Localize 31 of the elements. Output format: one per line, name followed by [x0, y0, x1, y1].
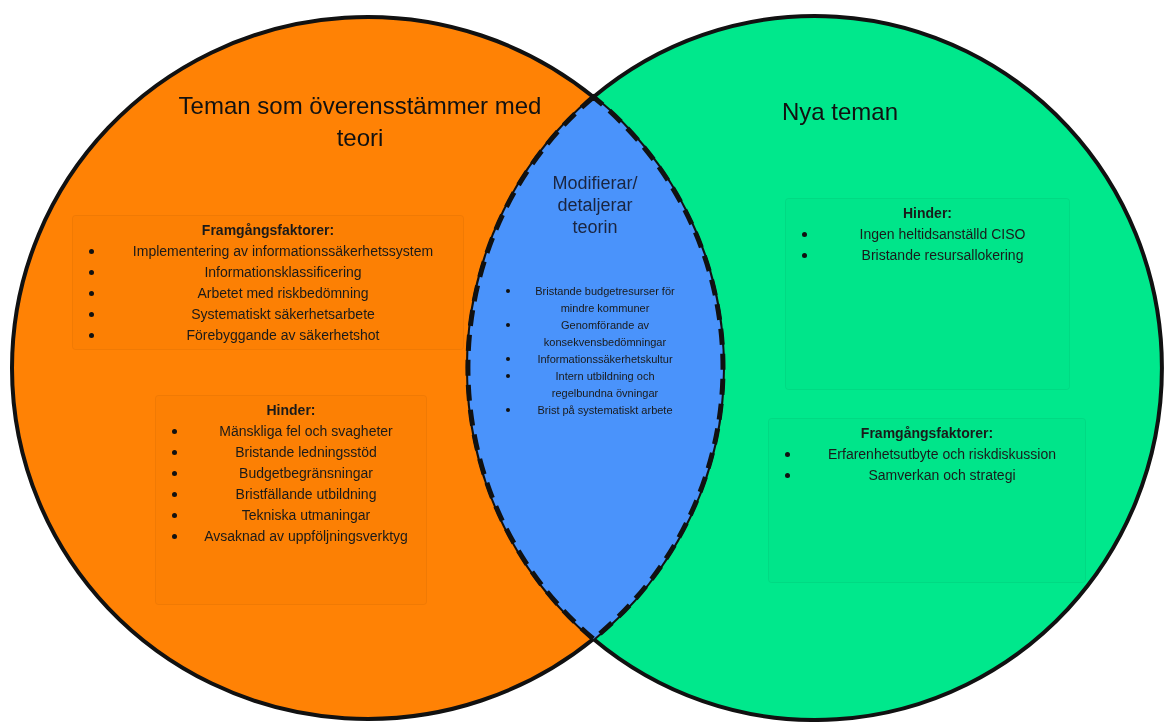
list-item: Bristande budgetresurser för mindre kommuner — [535, 285, 675, 314]
overlap-title: Modifierar/ detaljerar teorin — [551, 172, 639, 238]
list-item: Intern utbildning och regelbundna övningar — [551, 370, 659, 399]
list-heading: Framgångsfaktorer: — [200, 221, 336, 240]
text-panel — [768, 418, 1086, 583]
list-item: Ingen heltidsanställd CISO — [859, 226, 1026, 242]
text-panel — [785, 198, 1070, 390]
list-item: Systematiskt säkerhetsarbete — [191, 306, 375, 322]
list-item: Informationsklassificering — [204, 264, 362, 280]
list-item: Avsaknad av uppföljningsverktyg — [204, 528, 408, 544]
list-item: Erfarenhetsutbyte och riskdiskussion — [828, 446, 1056, 462]
list-item: Arbetet med riskbedömning — [197, 285, 369, 301]
circle-title: Teman som överensstämmer med teori — [177, 91, 543, 153]
list-item: Förebyggande av säkerhetshot — [186, 327, 380, 343]
list-heading: Framgångsfaktorer: — [859, 424, 995, 443]
list-heading: Hinder: — [265, 401, 317, 420]
list-heading: Hinder: — [902, 204, 953, 223]
text-panel — [155, 395, 427, 605]
list-item: Samverkan och strategi — [868, 467, 1016, 483]
list-item: Budgetbegränsningar — [239, 465, 373, 481]
list-item: Genomförande av konsekvensbedömningar — [543, 319, 667, 348]
list-item: Implementering av informationssäkerhetssystem — [132, 243, 434, 259]
list-item: Brist på systematiskt arbete — [537, 404, 673, 416]
list-item: Bristande resursallokering — [861, 247, 1024, 263]
list-item: Bristfällande utbildning — [235, 486, 377, 502]
list-item: Bristande ledningsstöd — [235, 444, 377, 460]
list-item: Informationssäkerhetskultur — [537, 353, 673, 365]
list-item: Tekniska utmaningar — [241, 507, 371, 523]
circle-title: Nya teman — [780, 97, 900, 127]
list-item: Mänskliga fel och svagheter — [219, 423, 393, 439]
text-panel — [72, 215, 464, 350]
